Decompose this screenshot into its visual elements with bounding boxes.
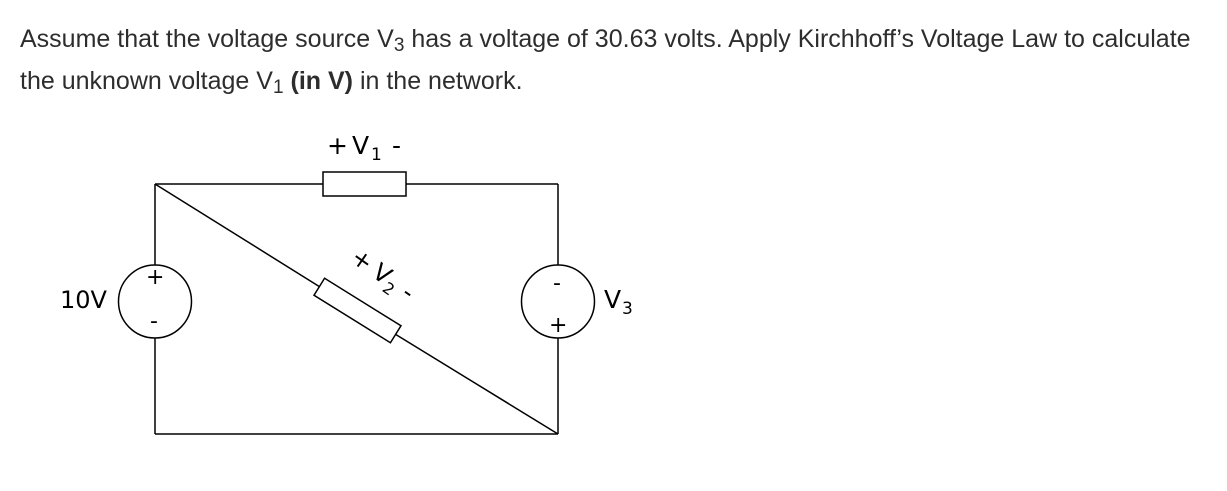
v1-subscript: 1: [272, 77, 284, 98]
question-units: (in V): [290, 67, 354, 95]
right-voltage-source: [520, 264, 596, 339]
resistor-v2: [312, 277, 403, 344]
question-part1: Assume that the voltage source V: [20, 25, 394, 53]
resistor-v1: [322, 171, 407, 197]
left-source-minus: -: [150, 309, 158, 334]
v1-minus-label: -: [392, 131, 401, 160]
v2-minus-label: -: [397, 278, 420, 306]
left-voltage-source: [117, 264, 193, 339]
v3-name-label: V: [604, 285, 621, 314]
v1-name-label: V: [352, 131, 369, 160]
v1-plus-label: +: [327, 131, 348, 160]
diagonal-wire-top: [154, 183, 321, 288]
v3-subscript: 3: [393, 35, 405, 56]
left-source-plus: +: [146, 265, 164, 290]
question-part3: in the network.: [353, 67, 523, 95]
diagonal-wire-bottom: [394, 333, 559, 435]
left-source-value: 10V: [60, 286, 108, 314]
v1-sub-label: 1: [371, 145, 382, 165]
right-source-plus: +: [549, 313, 567, 338]
right-source-minus: -: [553, 271, 561, 296]
question-part2: has a voltage of 30.63 volts. Apply Kirc…: [20, 25, 1191, 95]
v3-sub-label: 3: [622, 299, 633, 319]
question-text: Assume that the voltage source V3 has a …: [20, 18, 1220, 102]
